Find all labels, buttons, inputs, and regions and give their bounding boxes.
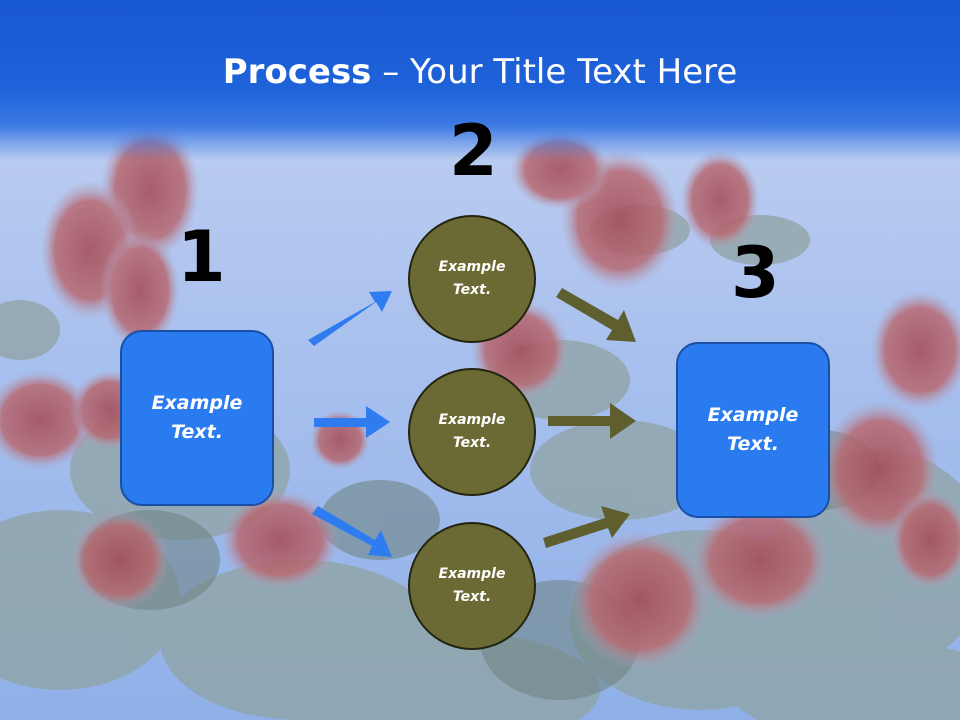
step-3-box[interactable]: Example Text. — [676, 342, 830, 518]
step-1-box-label: Example Text. — [151, 392, 243, 443]
arrow-bottom-to-right — [543, 506, 630, 548]
arrow-left-to-top — [308, 291, 392, 346]
arrow-middle-to-right-shaft — [548, 416, 614, 426]
step-2-circle-top[interactable]: Example Text. — [408, 215, 536, 343]
title-bold: Process — [222, 52, 372, 92]
circle-middle-label: Example Text. — [438, 412, 506, 451]
step-number-2: 2 — [449, 110, 498, 192]
title-rest: – Your Title Text Here — [371, 52, 738, 92]
circle-bottom-label: Example Text. — [438, 566, 506, 605]
circle-top-label: Example Text. — [438, 259, 506, 298]
arrow-left-to-bottom — [312, 506, 392, 557]
step-3-box-label: Example Text. — [707, 404, 799, 455]
page-title: Process – Your Title Text Here — [0, 52, 960, 92]
header-band — [0, 0, 960, 160]
arrow-left-to-middle-head — [366, 406, 390, 438]
step-2-circle-bottom[interactable]: Example Text. — [408, 522, 536, 650]
arrow-left-to-middle-shaft — [314, 418, 370, 427]
step-1-box[interactable]: Example Text. — [120, 330, 274, 506]
step-number-3: 3 — [731, 232, 780, 314]
step-2-circle-middle[interactable]: Example Text. — [408, 368, 536, 496]
arrow-top-to-right — [556, 288, 636, 342]
arrow-middle-to-right-head — [610, 403, 636, 439]
step-number-1: 1 — [177, 216, 226, 298]
